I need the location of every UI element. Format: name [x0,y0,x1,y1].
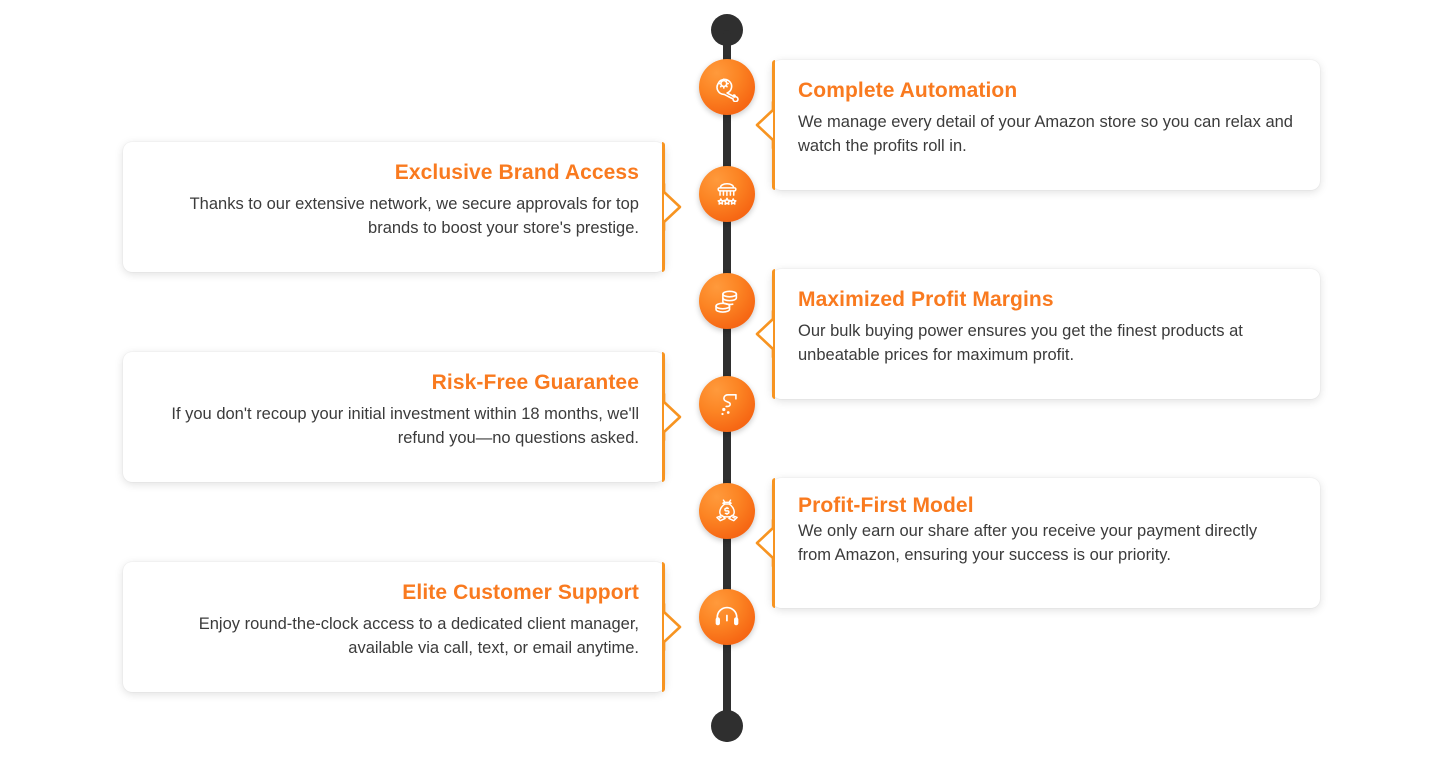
card-body: If you don't recoup your initial investm… [171,405,639,448]
card-pointer-chevron-icon [662,602,682,652]
timeline-bottom-cap-dot [711,710,743,742]
card-accent-edge [662,352,665,482]
card-title: Risk-Free Guarantee [431,371,639,394]
card-pointer-chevron-icon [755,100,775,150]
coin-stack-icon [712,286,742,316]
headset-support-icon [712,602,742,632]
timeline-node-2[interactable] [699,166,755,222]
card-accent-edge [772,478,775,608]
timeline-card-1[interactable]: Complete Automation We manage every deta… [755,60,1320,190]
card-pointer-chevron-icon [662,392,682,442]
gear-automation-icon [712,72,742,102]
card-body: We manage every detail of your Amazon st… [798,113,1293,156]
timeline-card-5[interactable]: Profit-First Model We only earn our shar… [755,478,1320,608]
card-accent-edge [662,142,665,272]
timeline-node-4[interactable] [699,376,755,432]
card-title: Complete Automation [798,79,1018,102]
card-accent-edge [772,60,775,190]
timeline-card-2[interactable]: Exclusive Brand Access Thanks to our ext… [123,142,682,272]
hand-coins-icon [712,389,742,419]
card-title: Elite Customer Support [402,581,639,604]
timeline-node-1[interactable] [699,59,755,115]
card-title: Exclusive Brand Access [394,161,639,184]
timeline-node-5[interactable] [699,483,755,539]
card-pointer-chevron-icon [755,309,775,359]
card-accent-edge [772,269,775,399]
card-title: Profit-First Model [798,494,974,517]
card-pointer-chevron-icon [755,518,775,568]
card-body: We only earn our share after you receive… [798,522,1258,565]
timeline-card-3[interactable]: Maximized Profit Margins Our bulk buying… [755,269,1320,399]
card-pointer-chevron-icon [662,182,682,232]
card-body: Our bulk buying power ensures you get th… [798,322,1243,365]
money-bag-icon [712,496,742,526]
card-accent-edge [662,562,665,692]
card-title: Maximized Profit Margins [798,288,1054,311]
crown-stars-icon [712,179,742,209]
timeline-node-6[interactable] [699,589,755,645]
card-body: Enjoy round-the-clock access to a dedica… [198,615,639,658]
timeline-card-4[interactable]: Risk-Free Guarantee If you don't recoup … [123,352,682,482]
timeline-card-6[interactable]: Elite Customer Support Enjoy round-the-c… [123,562,682,692]
timeline-node-3[interactable] [699,273,755,329]
card-body: Thanks to our extensive network, we secu… [189,195,639,238]
